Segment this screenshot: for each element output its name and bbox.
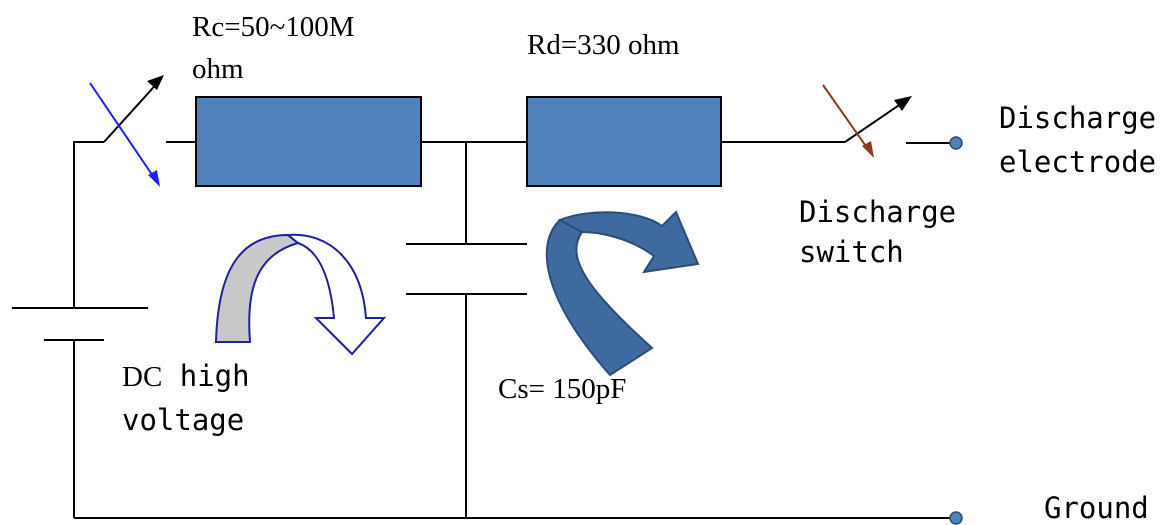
circuit-wires [73,141,956,519]
discharge-switch-indicator-head [862,141,874,158]
label-rc-line1: Rc=50~100M [192,11,355,43]
label-dc-line2: voltage [122,403,244,437]
discharge-switch-arrowhead [894,96,912,111]
discharge-switch-blade [844,98,909,143]
charge-switch-indicator-head [148,170,160,187]
charge-switch [89,75,164,187]
label-dc-text: DC [122,361,162,393]
charging-current-arrow [214,233,387,356]
discharge-arrow-body [557,210,700,274]
label-rd: Rd=330 ohm [527,29,680,61]
label-discharge-switch-line1: Discharge [799,195,956,229]
charge-switch-arrowhead [147,75,164,90]
left-wire [73,141,104,308]
label-dc-line1: DC high [122,359,250,393]
label-electrode-line2: electrode [999,145,1156,179]
label-rc-line2: ohm [192,53,244,85]
ground-terminal [949,511,963,525]
label-electrode-line1: Discharge [999,101,1156,135]
resistor-rc [195,96,422,187]
charging-arrow-body [285,233,387,356]
label-high-text: high [162,359,249,393]
charging-arrow-band [214,233,301,343]
label-discharge-switch-line2: switch [799,235,904,269]
discharge-switch-indicator [822,84,871,153]
discharge-current-arrow [545,210,700,377]
label-ground: Ground [1044,491,1149,525]
charge-switch-blade [103,78,162,143]
discharge-arrow-band [545,218,654,377]
label-cs: Cs= 150pF [498,373,626,405]
resistor-rd [526,96,722,187]
capacitor-symbol [406,243,527,295]
discharge-switch [822,84,912,158]
charge-switch-indicator [89,82,158,183]
electrode-terminal [949,136,963,150]
dc-source-symbol [12,307,148,341]
